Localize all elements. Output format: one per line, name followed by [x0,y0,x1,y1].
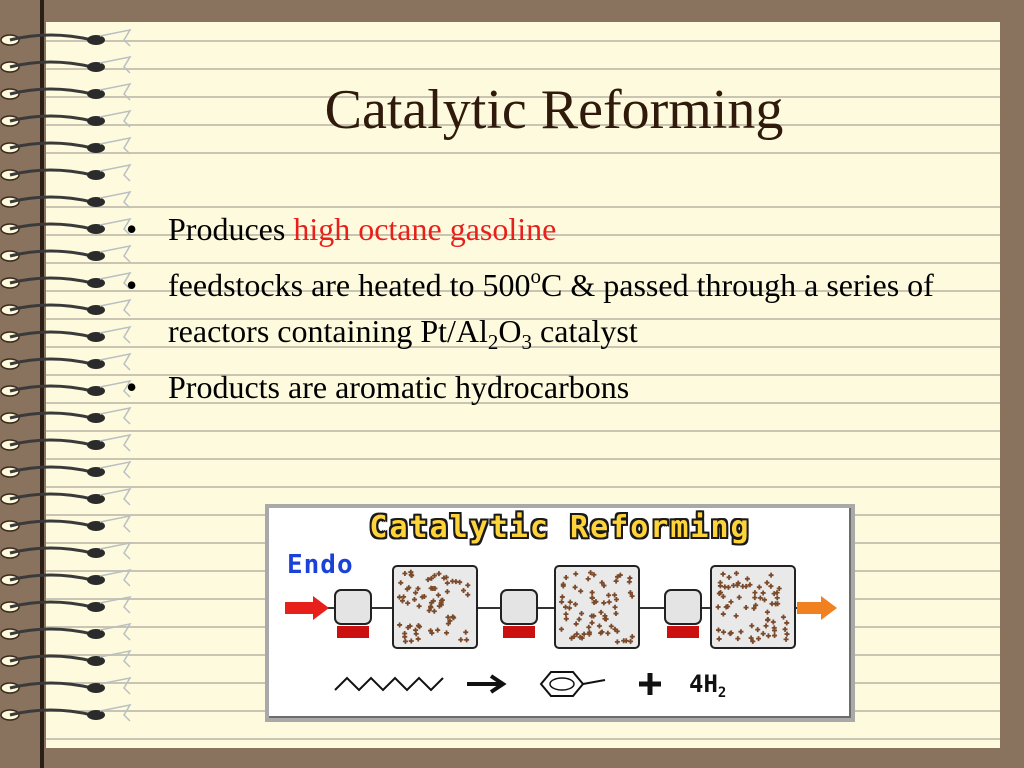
plus-icon [639,673,661,695]
bullet-2-text-a: feedstocks are heated to 500 [168,267,531,303]
reactor-diagram [285,565,837,697]
binding-ring [0,595,132,614]
binding-ring [0,190,132,209]
binding-ring [0,676,132,695]
endo-label: Endo [287,550,354,580]
bullet-item-2: • feedstocks are heated to 500oC & passe… [126,262,986,354]
heater [334,589,372,638]
binding-ring [0,514,132,533]
heater [664,589,702,638]
inlet-arrow [285,596,329,620]
reactor [392,565,478,649]
hydrogen-label: 4H2 [689,670,727,701]
binding-ring [0,433,132,452]
figure-panel: Catalytic Reforming Endo 4H2 [269,508,851,718]
degree-sup: o [530,264,542,288]
binding-ring [0,325,132,344]
binding-ring [0,271,132,290]
binding-ring [0,82,132,101]
binding-ring [0,136,132,155]
binding-ring [0,379,132,398]
heater [500,589,538,638]
binding-ring [0,109,132,128]
reactor [710,565,796,649]
outlet-arrow [797,596,837,620]
binding-ring [0,487,132,506]
binding-ring [0,703,132,722]
aromatic-ring-icon [539,671,606,697]
notebook-spine [0,0,46,768]
bullet-2-text-d: catalyst [532,313,638,349]
binding-ring [0,217,132,236]
bullet-2-text-c: O [498,313,522,349]
binding-ring [0,55,132,74]
binding-ring [0,28,132,47]
bullet-1-highlight: high octane gasoline [293,211,557,247]
bullet-2-text-b: C & passed through a series of reactors … [168,267,934,349]
hydrogen-subscript: 2 [717,685,727,701]
binding-ring [0,649,132,668]
notebook-paper [46,22,1000,748]
bullet-item-3: • Products are aromatic hydrocarbons [126,364,986,410]
binding-ring [0,244,132,263]
subscript-3: 3 [521,330,533,354]
bullet-3-text: Products are aromatic hydrocarbons [168,369,630,405]
binding-ring [0,298,132,317]
binding-ring [0,352,132,371]
binding-ring [0,622,132,641]
bullet-item-1: • Produces high octane gasoline [126,206,986,252]
binding-ring [0,406,132,425]
subscript-2: 2 [487,330,499,354]
binding-ring [0,541,132,560]
bullet-1-text: Produces [168,211,294,247]
alkane-icon [334,676,444,692]
reactor [554,565,640,649]
spine-stripe [40,0,44,768]
reforming-figure: Catalytic Reforming Endo 4H2 [265,504,855,722]
bullet-list: • Produces high octane gasoline • feedst… [126,206,986,420]
figure-title: Catalytic Reforming [369,510,751,545]
bullet-dot: • [126,369,138,405]
reaction-arrow-icon [467,674,507,694]
binding-ring [0,163,132,182]
spiral-binding [0,28,132,722]
binding-ring [0,568,132,587]
slide-title: Catalytic Reforming [324,79,784,141]
bullet-dot: • [126,267,138,303]
hydrogen-prefix: 4H [689,670,718,698]
bullet-dot: • [126,211,138,247]
binding-ring [0,460,132,479]
